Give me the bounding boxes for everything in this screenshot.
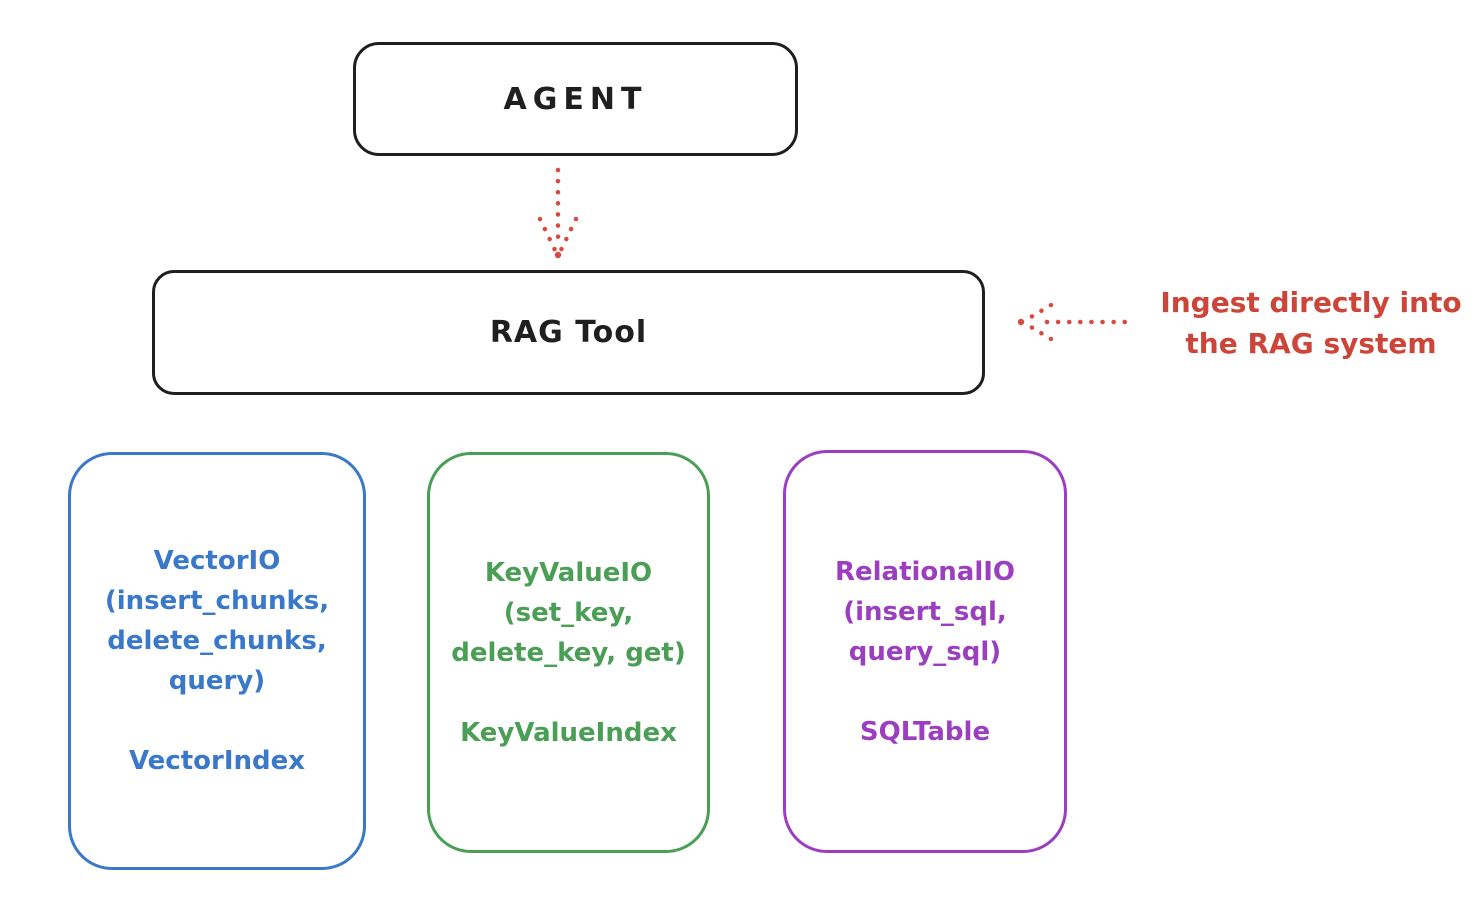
index-label: KeyValueIndex <box>460 717 677 748</box>
io-line: (insert_chunks, <box>104 586 330 616</box>
io-line: KeyValueIO <box>484 557 653 588</box>
io-line: VectorIO <box>153 546 281 576</box>
vector-io-box: VectorIO (insert_chunks, delete_chunks, … <box>68 452 366 870</box>
index-label: VectorIndex <box>128 746 306 776</box>
ingest-annotation-line1: Ingest directly into <box>1160 286 1462 319</box>
io-line: RelationalIO <box>834 556 1016 587</box>
rag-tool-label: RAG Tool <box>489 315 648 350</box>
io-line: delete_chunks, <box>107 626 327 656</box>
io-line: (insert_sql, <box>843 596 1007 627</box>
keyvalue-io-box: KeyValueIO (set_key, delete_key, get) Ke… <box>427 452 710 853</box>
agent-node: AGENT <box>353 42 798 156</box>
io-line: delete_key, get) <box>451 637 686 668</box>
dashed-left-arrow <box>1017 302 1135 342</box>
ingest-annotation: Ingest directly into the RAG system <box>1138 282 1484 364</box>
index-label: SQLTable <box>859 716 991 747</box>
agent-label: AGENT <box>503 81 648 117</box>
io-line: (set_key, <box>503 597 634 628</box>
io-line: query_sql) <box>848 636 1002 667</box>
ingest-annotation-line2: the RAG system <box>1185 327 1437 360</box>
rag-tool-node: RAG Tool <box>152 270 985 395</box>
relational-io-box: RelationalIO (insert_sql, query_sql) SQL… <box>783 450 1067 853</box>
dashed-down-arrow <box>537 167 579 259</box>
io-line: query) <box>168 666 266 696</box>
